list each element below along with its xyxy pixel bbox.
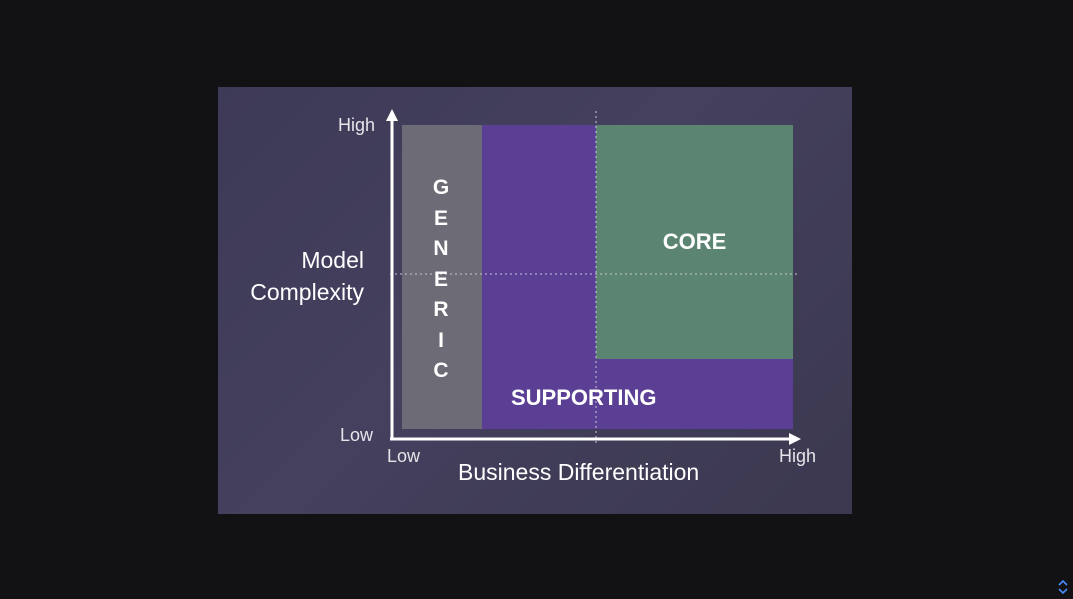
generic-letter: E (433, 267, 448, 291)
generic-letter: N (433, 237, 449, 260)
y-axis-title-line2: Complexity (250, 279, 364, 305)
supporting-label: SUPPORTING (511, 385, 657, 410)
x-axis-arrow-icon (789, 433, 801, 445)
axes-overlay (386, 109, 801, 445)
y-axis-low-label: Low (340, 425, 374, 445)
x-axis-high-label: High (779, 446, 817, 466)
core-label: CORE (662, 229, 727, 254)
x-axis-title: Business Differentiation (458, 459, 700, 485)
generic-letter: G (432, 176, 450, 199)
y-axis-high-label: High (338, 115, 376, 135)
generic-letter: E (433, 206, 448, 230)
y-axis-title: Model Complexity (228, 244, 364, 308)
supporting-region-lower (596, 359, 793, 429)
generic-region (402, 125, 482, 429)
x-axis-low-label: Low (387, 446, 421, 466)
generic-letter: R (433, 298, 449, 321)
y-axis-arrow-icon (386, 109, 398, 121)
generic-letter: C (433, 359, 449, 382)
y-axis-title-line1: Model (301, 247, 364, 273)
core-region (596, 125, 793, 359)
generic-label: G E N E R I C (418, 173, 464, 387)
scroll-up-down-icon[interactable] (1057, 578, 1069, 596)
supporting-region-upper (482, 125, 596, 429)
generic-letter: I (438, 328, 444, 352)
diagram-slide: G E N E R I C CORE SUPPORTING High Low L… (218, 87, 852, 514)
